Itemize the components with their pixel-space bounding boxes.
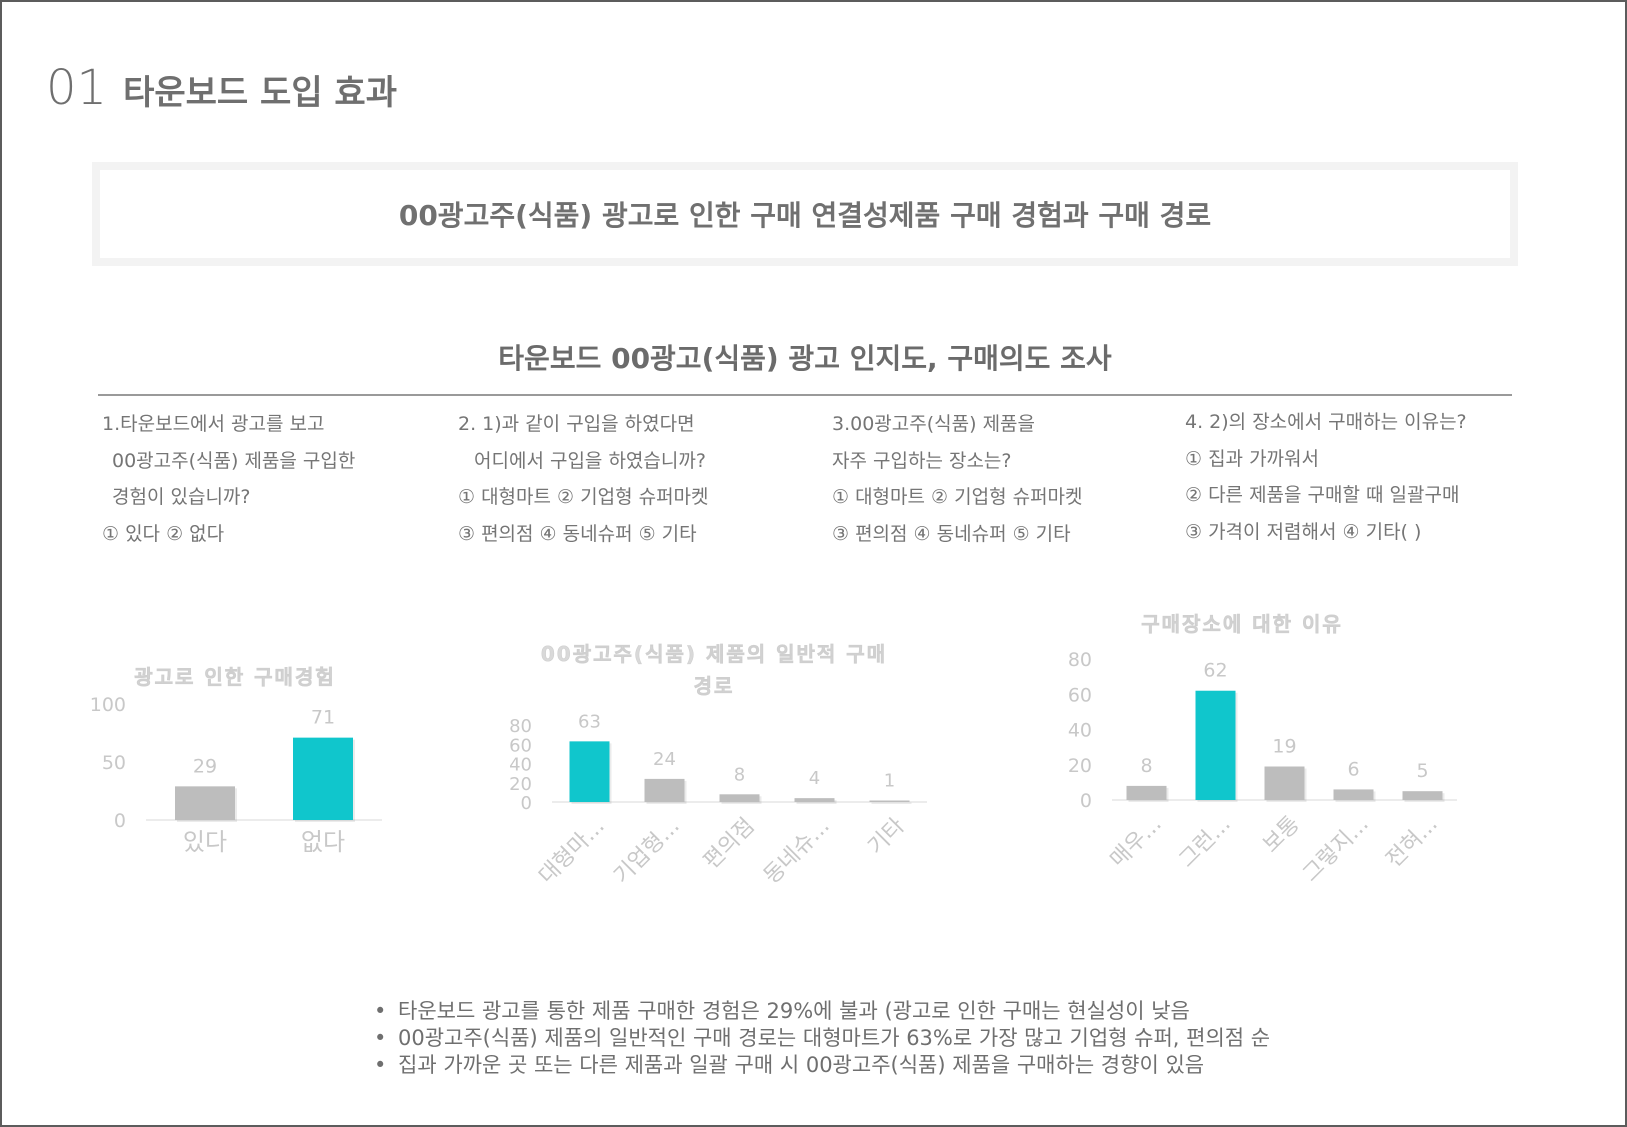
question-line: 4. 2)의 장소에서 구매하는 이유는? xyxy=(1185,411,1467,433)
x-tick-label: 동네슈... xyxy=(759,814,834,889)
question-line: 3.00광고주(식품) 제품을 xyxy=(832,413,1036,435)
x-tick-label: 대형마... xyxy=(534,814,609,889)
question-2: 2. 1)과 같이 구입을 하였다면 어디에서 구입을 하였습니까? ① 대형마… xyxy=(458,406,709,552)
section-title: 타운보드 도입 효과 xyxy=(123,73,397,113)
section-number: 01 xyxy=(46,60,108,116)
y-tick-label: 80 xyxy=(1068,649,1092,671)
bar xyxy=(1402,791,1443,800)
bar xyxy=(569,741,610,802)
chart-title: 구매장소에 대한 이유 xyxy=(1141,612,1343,636)
question-4: 4. 2)의 장소에서 구매하는 이유는? ① 집과 가까워서 ② 다른 제품을… xyxy=(1185,404,1467,550)
data-label: 1 xyxy=(884,771,895,792)
bar-shadow xyxy=(796,800,837,804)
bar xyxy=(1126,785,1167,800)
x-tick-label: 보통 xyxy=(1258,812,1304,858)
x-tick-label: 그렇지... xyxy=(1298,812,1373,887)
x-tick-label: 있다 xyxy=(183,828,227,856)
bar xyxy=(293,737,353,820)
y-tick-label: 20 xyxy=(509,774,532,795)
survey-title: 타운보드 00광고(식품) 광고 인지도, 구매의도 조사 xyxy=(498,342,1112,375)
x-tick-label: 없다 xyxy=(301,828,345,856)
data-label: 19 xyxy=(1272,736,1296,758)
data-label: 24 xyxy=(653,749,676,770)
y-tick-label: 80 xyxy=(509,716,532,737)
data-label: 29 xyxy=(193,755,217,777)
y-tick-label: 40 xyxy=(509,755,532,776)
data-label: 4 xyxy=(809,768,820,789)
bar xyxy=(175,786,235,820)
question-line: ③ 편의점 ④ 동네슈퍼 ⑤ 기타 xyxy=(458,522,697,545)
question-line: 어디에서 구입을 하였습니까? xyxy=(474,449,706,472)
question-line: 00광고주(식품) 제품을 구입한 xyxy=(112,449,356,472)
chart-title: 경로 xyxy=(694,674,735,698)
bar xyxy=(644,778,685,802)
question-line: 경험이 있습니까? xyxy=(112,486,251,508)
note-item: 타운보드 광고를 통한 제품 구매한 경험은 29%에 불과 (광고로 인한 구… xyxy=(374,998,1270,1025)
data-label: 5 xyxy=(1416,760,1428,782)
x-tick-label: 그런... xyxy=(1175,812,1236,873)
bar xyxy=(1195,690,1236,800)
bar xyxy=(1333,789,1374,800)
question-line: ③ 편의점 ④ 동네슈퍼 ⑤ 기타 xyxy=(832,522,1071,545)
y-tick-label: 60 xyxy=(1068,684,1092,706)
summary-notes: 타운보드 광고를 통한 제품 구매한 경험은 29%에 불과 (광고로 인한 구… xyxy=(374,998,1270,1079)
data-label: 6 xyxy=(1347,758,1359,780)
bar xyxy=(869,800,910,802)
section-header: 01 타운보드 도입 효과 xyxy=(46,60,397,116)
data-label: 8 xyxy=(1140,755,1152,777)
y-tick-label: 50 xyxy=(102,752,126,774)
chart-title: 00광고주(식품) 제품의 일반적 구매 xyxy=(541,642,887,666)
question-1: 1.타운보드에서 광고를 보고 00광고주(식품) 제품을 구입한 경험이 있습… xyxy=(102,406,355,552)
data-label: 71 xyxy=(311,707,335,729)
data-label: 63 xyxy=(578,711,601,732)
bar-shadow xyxy=(871,802,912,804)
y-tick-label: 0 xyxy=(114,810,126,832)
question-line: ① 있다 ② 없다 xyxy=(102,522,225,545)
x-tick-label: 기업형... xyxy=(609,814,684,889)
bar xyxy=(1264,766,1305,800)
question-3: 3.00광고주(식품) 제품을 자주 구입하는 장소는? ① 대형마트 ② 기업… xyxy=(832,406,1083,552)
x-tick-label: 기타 xyxy=(863,814,909,860)
x-tick-label: 매우... xyxy=(1106,812,1167,873)
y-tick-label: 40 xyxy=(1068,720,1092,742)
y-tick-label: 20 xyxy=(1068,755,1092,777)
chart-purchase-experience: 광고로 인한 구매경험 0 50 100 29 있다 71 없다 xyxy=(90,665,382,856)
data-label: 62 xyxy=(1203,660,1227,682)
bar xyxy=(794,798,835,802)
question-line: 1.타운보드에서 광고를 보고 xyxy=(102,413,325,435)
note-item: 00광고주(식품) 제품의 일반적인 구매 경로는 대형마트가 63%로 가장 … xyxy=(374,1025,1270,1052)
x-tick-label: 편의점 xyxy=(699,814,760,875)
data-label: 8 xyxy=(734,764,745,785)
note-item: 집과 가까운 곳 또는 다른 제품과 일괄 구매 시 00광고주(식품) 제품을… xyxy=(374,1052,1270,1079)
y-tick-label: 100 xyxy=(90,694,126,716)
question-line: ① 대형마트 ② 기업형 슈퍼마켓 xyxy=(458,486,709,508)
bar xyxy=(719,794,760,802)
y-tick-label: 0 xyxy=(521,793,532,814)
question-line: ① 집과 가까워서 xyxy=(1185,447,1319,470)
question-line: ① 대형마트 ② 기업형 슈퍼마켓 xyxy=(832,486,1083,508)
question-line: 자주 구입하는 장소는? xyxy=(832,449,1012,472)
banner: 00광고주(식품) 광고로 인한 구매 연결성제품 구매 경험과 구매 경로 xyxy=(92,162,1518,266)
divider xyxy=(98,394,1512,396)
y-tick-label: 0 xyxy=(1080,790,1092,812)
question-line: ② 다른 제품을 구매할 때 일괄구매 xyxy=(1185,484,1460,506)
chart-title: 광고로 인한 구매경험 xyxy=(134,665,336,689)
chart-purchase-reason: 구매장소에 대한 이유 0 20 40 60 80 8 매우... 62 그런... 19 보통 6 그렇… xyxy=(1068,612,1457,887)
question-line: 2. 1)과 같이 구입을 하였다면 xyxy=(458,413,695,435)
question-line: ③ 가격이 저렴해서 ④ 기타( ) xyxy=(1185,520,1422,543)
y-tick-label: 60 xyxy=(509,735,532,756)
banner-text: 00광고주(식품) 광고로 인한 구매 연결성제품 구매 경험과 구매 경로 xyxy=(100,170,1510,258)
x-tick-label: 전혀... xyxy=(1382,812,1443,873)
